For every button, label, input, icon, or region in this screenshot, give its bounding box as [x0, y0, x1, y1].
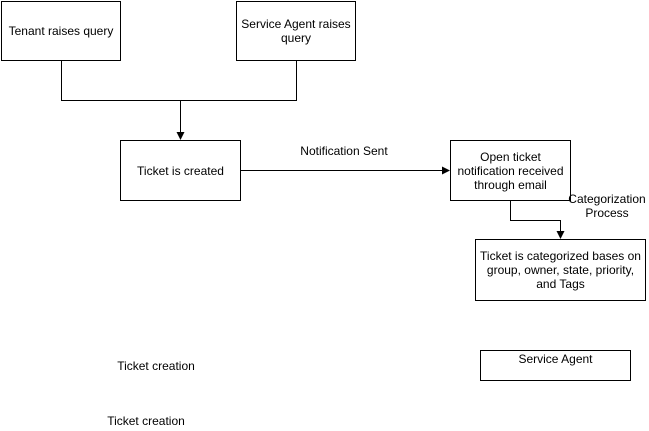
free-label-ticket-creation-2: Ticket creation: [107, 414, 185, 428]
node-open-ticket-notification: Open ticket notification received throug…: [450, 140, 571, 201]
node-service-agent-raises-query: Service Agent raises query: [236, 1, 356, 61]
node-tenant-label: Tenant raises query: [8, 24, 114, 38]
node-tenant-raises-query: Tenant raises query: [1, 1, 121, 61]
node-open-ticket-label: Open ticket notification received throug…: [457, 149, 564, 192]
node-service-agent-label: Service Agent: [518, 352, 593, 366]
node-service-agent: Service Agent: [480, 350, 631, 381]
connector-tenant-to-ticket: [61, 60, 181, 101]
free-label-ticket-creation-1: Ticket creation: [117, 359, 195, 373]
edge-label-categorization-process: Categorization Process: [568, 192, 646, 220]
edge-label-notification-sent: Notification Sent: [300, 144, 388, 158]
node-categorized-label: Ticket is categorized bases on group, ow…: [480, 249, 641, 291]
node-service-agent-query-label: Service Agent raises query: [241, 17, 351, 45]
connector-agent-to-ticket: [180, 60, 297, 101]
node-ticket-categorized: Ticket is categorized bases on group, ow…: [475, 239, 646, 301]
arrow-categorization: [510, 200, 565, 239]
node-ticket-created-label: Ticket is created: [137, 163, 224, 178]
node-ticket-created: Ticket is created: [120, 140, 241, 201]
